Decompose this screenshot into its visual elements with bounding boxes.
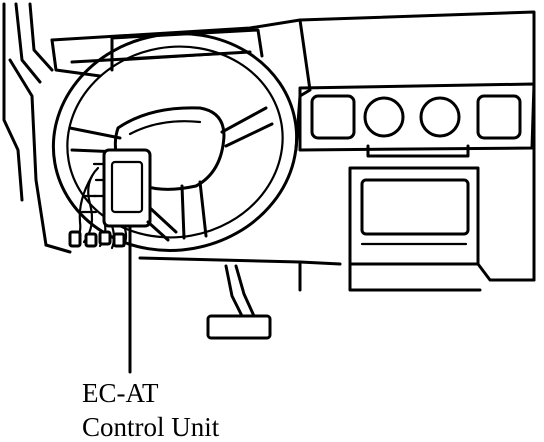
- callout-label-line1: EC-AT: [82, 378, 159, 408]
- control-unit-box: [102, 148, 152, 228]
- center-console: [348, 166, 536, 292]
- wheel-spoke-right: [220, 106, 268, 134]
- gauge-left: [363, 96, 405, 138]
- gauge-right: [419, 96, 461, 138]
- control-unit: [92, 148, 152, 228]
- wheel-rim-inner: [66, 45, 284, 239]
- brake-pedal-pad: [206, 314, 272, 340]
- wheel-rim-outer: [51, 32, 299, 252]
- wheel-spoke-lower: [180, 184, 186, 240]
- steering-column: [146, 206, 178, 242]
- lower-dash: [44, 243, 342, 292]
- a-pillar: [2, 2, 54, 247]
- left-vent: [310, 94, 356, 140]
- center-panel: [298, 82, 536, 158]
- wheel-spoke-left: [68, 126, 122, 140]
- right-vent: [476, 94, 522, 140]
- callout-label-line2: Control Unit: [82, 412, 220, 442]
- radio-slot: [360, 178, 470, 236]
- wiring-harness: [68, 166, 128, 250]
- brake-pedal: [206, 264, 272, 340]
